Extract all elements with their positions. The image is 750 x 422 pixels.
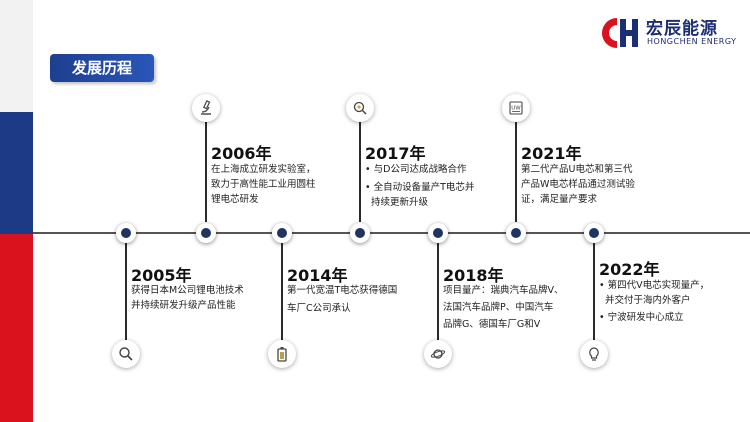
event-year: 2018年	[443, 266, 504, 285]
description-line: • 宁波研发中心成立	[599, 312, 684, 323]
company-logo: 宏辰能源 HONGCHEN ENERGY	[600, 14, 740, 50]
event-description: 项目量产：瑞典汽车品牌V、 法国汽车品牌P、中国汽车 品牌G、德国车厂G和V	[443, 283, 564, 332]
timeline-node	[584, 223, 604, 243]
timeline-node	[272, 223, 292, 243]
timeline-node	[428, 223, 448, 243]
event-description: 第二代产品U电芯和第三代 产品W电芯样品通过测试验 证，满足量产要求	[521, 162, 635, 207]
event-description: 第一代宽温T电芯获得德国 车厂C公司承认	[287, 283, 397, 316]
svg-text:UW: UW	[511, 106, 521, 112]
description-line: 车厂C公司承认	[287, 303, 351, 314]
event-year: 2022年	[599, 260, 660, 279]
planet-icon	[424, 340, 452, 368]
event-description: 在上海成立研发实验室， 致力于高性能工业用圆柱 锂电芯研发	[211, 162, 316, 207]
uw-cell-icon: UW	[502, 94, 530, 122]
event-year: 2014年	[287, 266, 348, 285]
description-line: 致力于高性能工业用圆柱	[211, 179, 316, 190]
description-line: • 与D公司达成战略合作	[365, 164, 467, 175]
description-line: 并交付于海内外客户	[599, 295, 691, 306]
event-year: 2005年	[131, 266, 192, 285]
event-year: 2017年	[365, 144, 426, 163]
description-line: 产品W电芯样品通过测试验	[521, 179, 635, 190]
description-line: • 全自动设备量产T电芯并	[365, 182, 475, 193]
description-line: 品牌G、德国车厂G和V	[443, 319, 541, 330]
description-line: 并持续研发升级产品性能	[131, 300, 236, 311]
hc-logo-icon	[602, 18, 638, 48]
description-line: 法国汽车品牌P、中国汽车	[443, 302, 554, 313]
timeline-axis	[33, 232, 750, 234]
page-title: 发展历程	[50, 54, 154, 82]
logo-name-en: HONGCHEN ENERGY	[647, 37, 737, 46]
lightbulb-icon	[580, 340, 608, 368]
event-year: 2006年	[211, 144, 272, 163]
connector-line	[359, 118, 361, 222]
side-bar-blue	[0, 112, 33, 234]
connector-line	[593, 242, 595, 344]
event-year: 2021年	[521, 144, 582, 163]
description-line: 获得日本M公司锂电池技术	[131, 285, 244, 296]
timeline-node	[116, 223, 136, 243]
connector-line	[125, 242, 127, 344]
side-bar-red	[0, 234, 33, 422]
logo-name-cn: 宏辰能源	[646, 19, 718, 39]
connector-line	[205, 118, 207, 222]
description-line: 证，满足量产要求	[521, 194, 598, 205]
event-description: • 第四代V电芯实现量产， 并交付于海内外客户 • 宁波研发中心成立	[599, 278, 709, 325]
timeline-node	[350, 223, 370, 243]
timeline-node	[196, 223, 216, 243]
event-description: • 与D公司达成战略合作 • 全自动设备量产T电芯并 持续更新升级	[365, 162, 474, 210]
description-line: 在上海成立研发实验室，	[211, 164, 316, 175]
description-line: 第一代宽温T电芯获得德国	[287, 285, 398, 296]
search-gear-icon	[346, 94, 374, 122]
side-bar-white	[0, 0, 33, 112]
event-description: 获得日本M公司锂电池技术 并持续研发升级产品性能	[131, 283, 244, 313]
battery-icon	[268, 340, 296, 368]
description-line: • 第四代V电芯实现量产，	[599, 280, 710, 291]
description-line: 持续更新升级	[365, 197, 429, 208]
side-color-bar	[0, 0, 33, 422]
magnifier-icon	[112, 340, 140, 368]
timeline-node	[506, 223, 526, 243]
connector-line	[515, 118, 517, 222]
description-line: 第二代产品U电芯和第三代	[521, 164, 633, 175]
description-line: 锂电芯研发	[211, 194, 259, 205]
connector-line	[281, 242, 283, 344]
connector-line	[437, 242, 439, 344]
description-line: 项目量产：瑞典汽车品牌V、	[443, 285, 564, 296]
microscope-icon	[192, 94, 220, 122]
